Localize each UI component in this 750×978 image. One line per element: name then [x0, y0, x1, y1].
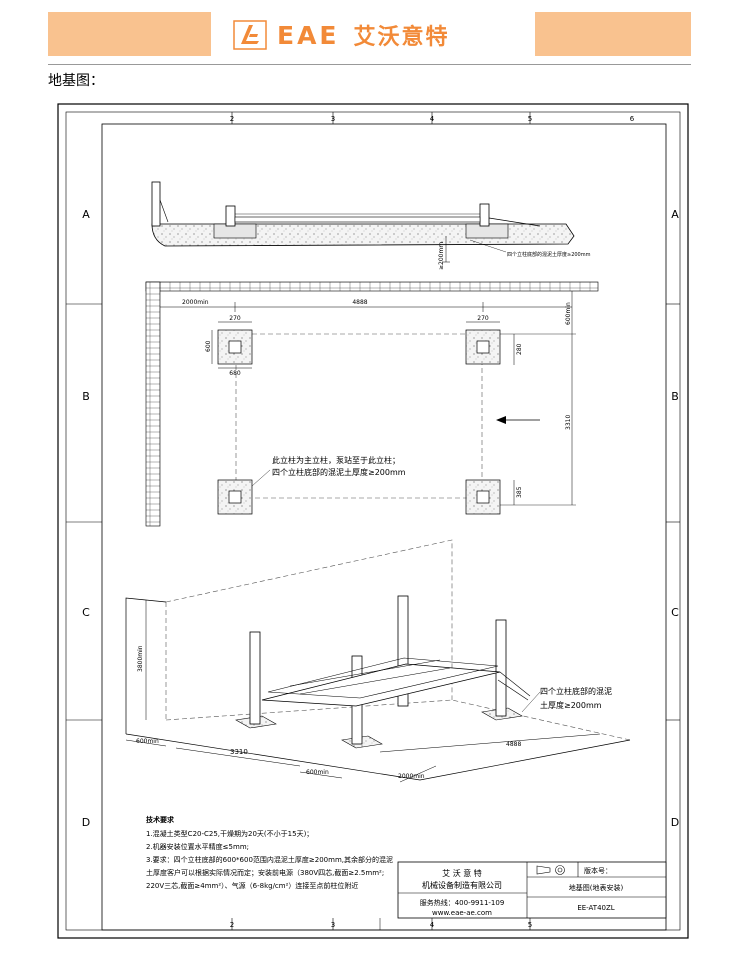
- plan-dim-4888: 4888: [352, 299, 367, 306]
- iso-dim-600min-bottom: 600min: [306, 769, 329, 776]
- side-view: [151, 181, 575, 263]
- row-label-right: B: [671, 390, 679, 403]
- brand-logo: EAE 艾沃意特: [233, 16, 525, 54]
- tech-note-item: 土厚度客户可以根据实际情况而定；安装前电源（380V四芯,截面≥2.5mm²;: [146, 868, 384, 877]
- plan-dim-3310: 3310: [565, 415, 572, 430]
- col-label-bottom: 2: [230, 921, 234, 929]
- tech-note-item: 2.机器安装位置水平精度≤5mm;: [146, 842, 249, 851]
- iso-dim-2000min: 2000min: [398, 773, 425, 780]
- page-label: 地基图：: [48, 73, 104, 89]
- service-hotline: 服务热线：400-9911-109: [420, 898, 505, 907]
- row-label-right: D: [671, 816, 679, 829]
- col-label-bottom: 4: [430, 921, 435, 929]
- title-block: [379, 861, 667, 930]
- col-label-top: 6: [630, 115, 635, 123]
- brand-name-cn: 艾沃意特: [353, 25, 450, 50]
- side-depth-label: ≥200mm: [438, 242, 445, 270]
- company-full: 机械设备制造有限公司: [422, 880, 502, 890]
- plan-dim-680: 680: [229, 370, 241, 377]
- row-label-left: D: [82, 816, 90, 829]
- header-banner-right: [535, 12, 691, 56]
- iso-view: [125, 539, 631, 783]
- iso-dim-3800min: 3800min: [137, 645, 144, 672]
- col-label-top: 4: [430, 115, 435, 123]
- tech-note-item: 220V三芯,截面≥4mm²）、气源（6-8kg/cm²）连接至点前柱位附近: [146, 881, 358, 890]
- plan-note-line2: 四个立柱底部的混泥土厚度≥200mm: [272, 467, 406, 477]
- plan-dim-280: 280: [516, 343, 523, 355]
- col-label-bottom: 5: [528, 921, 532, 929]
- col-label-top: 5: [528, 115, 532, 123]
- tech-note-item: 3.要求：四个立柱底部的600*600范围内混泥土厚度≥200mm,其余部分的混…: [146, 855, 393, 864]
- col-label-bottom: 3: [331, 921, 335, 929]
- logo-mark-icon: [233, 20, 267, 50]
- plan-dim-270-right: 270: [477, 315, 489, 322]
- iso-dim-3310: 3310: [230, 748, 248, 756]
- plan-dim-600: 600: [205, 340, 212, 352]
- plan-view: [145, 281, 599, 527]
- drawing-title: 地基图(地表安装): [569, 883, 624, 892]
- projection-symbol-icon: [536, 865, 565, 875]
- drawing-frame: [57, 103, 689, 939]
- plan-dim-385: 385: [516, 486, 523, 498]
- row-label-right: A: [671, 208, 679, 221]
- col-label-top: 2: [230, 115, 234, 123]
- version-label: 版本号：: [584, 866, 612, 875]
- logo-text: EAE: [277, 20, 340, 50]
- col-label-top: 3: [331, 115, 335, 123]
- plan-dim-270-left: 270: [229, 315, 241, 322]
- tech-note-item: 1.混凝土类型C20-C25,干燥期为20天(不小于15天)；: [146, 829, 313, 838]
- iso-note-line2: 土厚度≥200mm: [540, 700, 602, 710]
- row-label-left: B: [82, 390, 90, 403]
- tech-notes-title: 技术要求: [146, 815, 175, 824]
- iso-dim-600min-left: 600min: [136, 738, 159, 745]
- plan-note-line1: 此立柱为主立柱，泵站至于此立柱；: [272, 455, 400, 465]
- row-label-left: A: [82, 208, 90, 221]
- plan-dim-600min: 600min: [565, 302, 572, 325]
- plan-dim-2000min: 2000min: [182, 299, 209, 306]
- row-label-right: C: [671, 606, 679, 619]
- header-divider: [48, 64, 691, 65]
- header-banner-left: [48, 12, 211, 56]
- website: www.eae-ae.com: [432, 909, 492, 917]
- side-view-note: 四个立柱底部的混泥土厚度≥200mm: [507, 251, 591, 258]
- row-label-left: C: [82, 606, 90, 619]
- company-short: 艾 沃 意 特: [442, 868, 482, 878]
- drawing-number: EE-AT40ZL: [577, 904, 614, 912]
- iso-note-line1: 四个立柱底部的混泥: [540, 686, 612, 696]
- iso-dim-4888: 4888: [506, 741, 521, 748]
